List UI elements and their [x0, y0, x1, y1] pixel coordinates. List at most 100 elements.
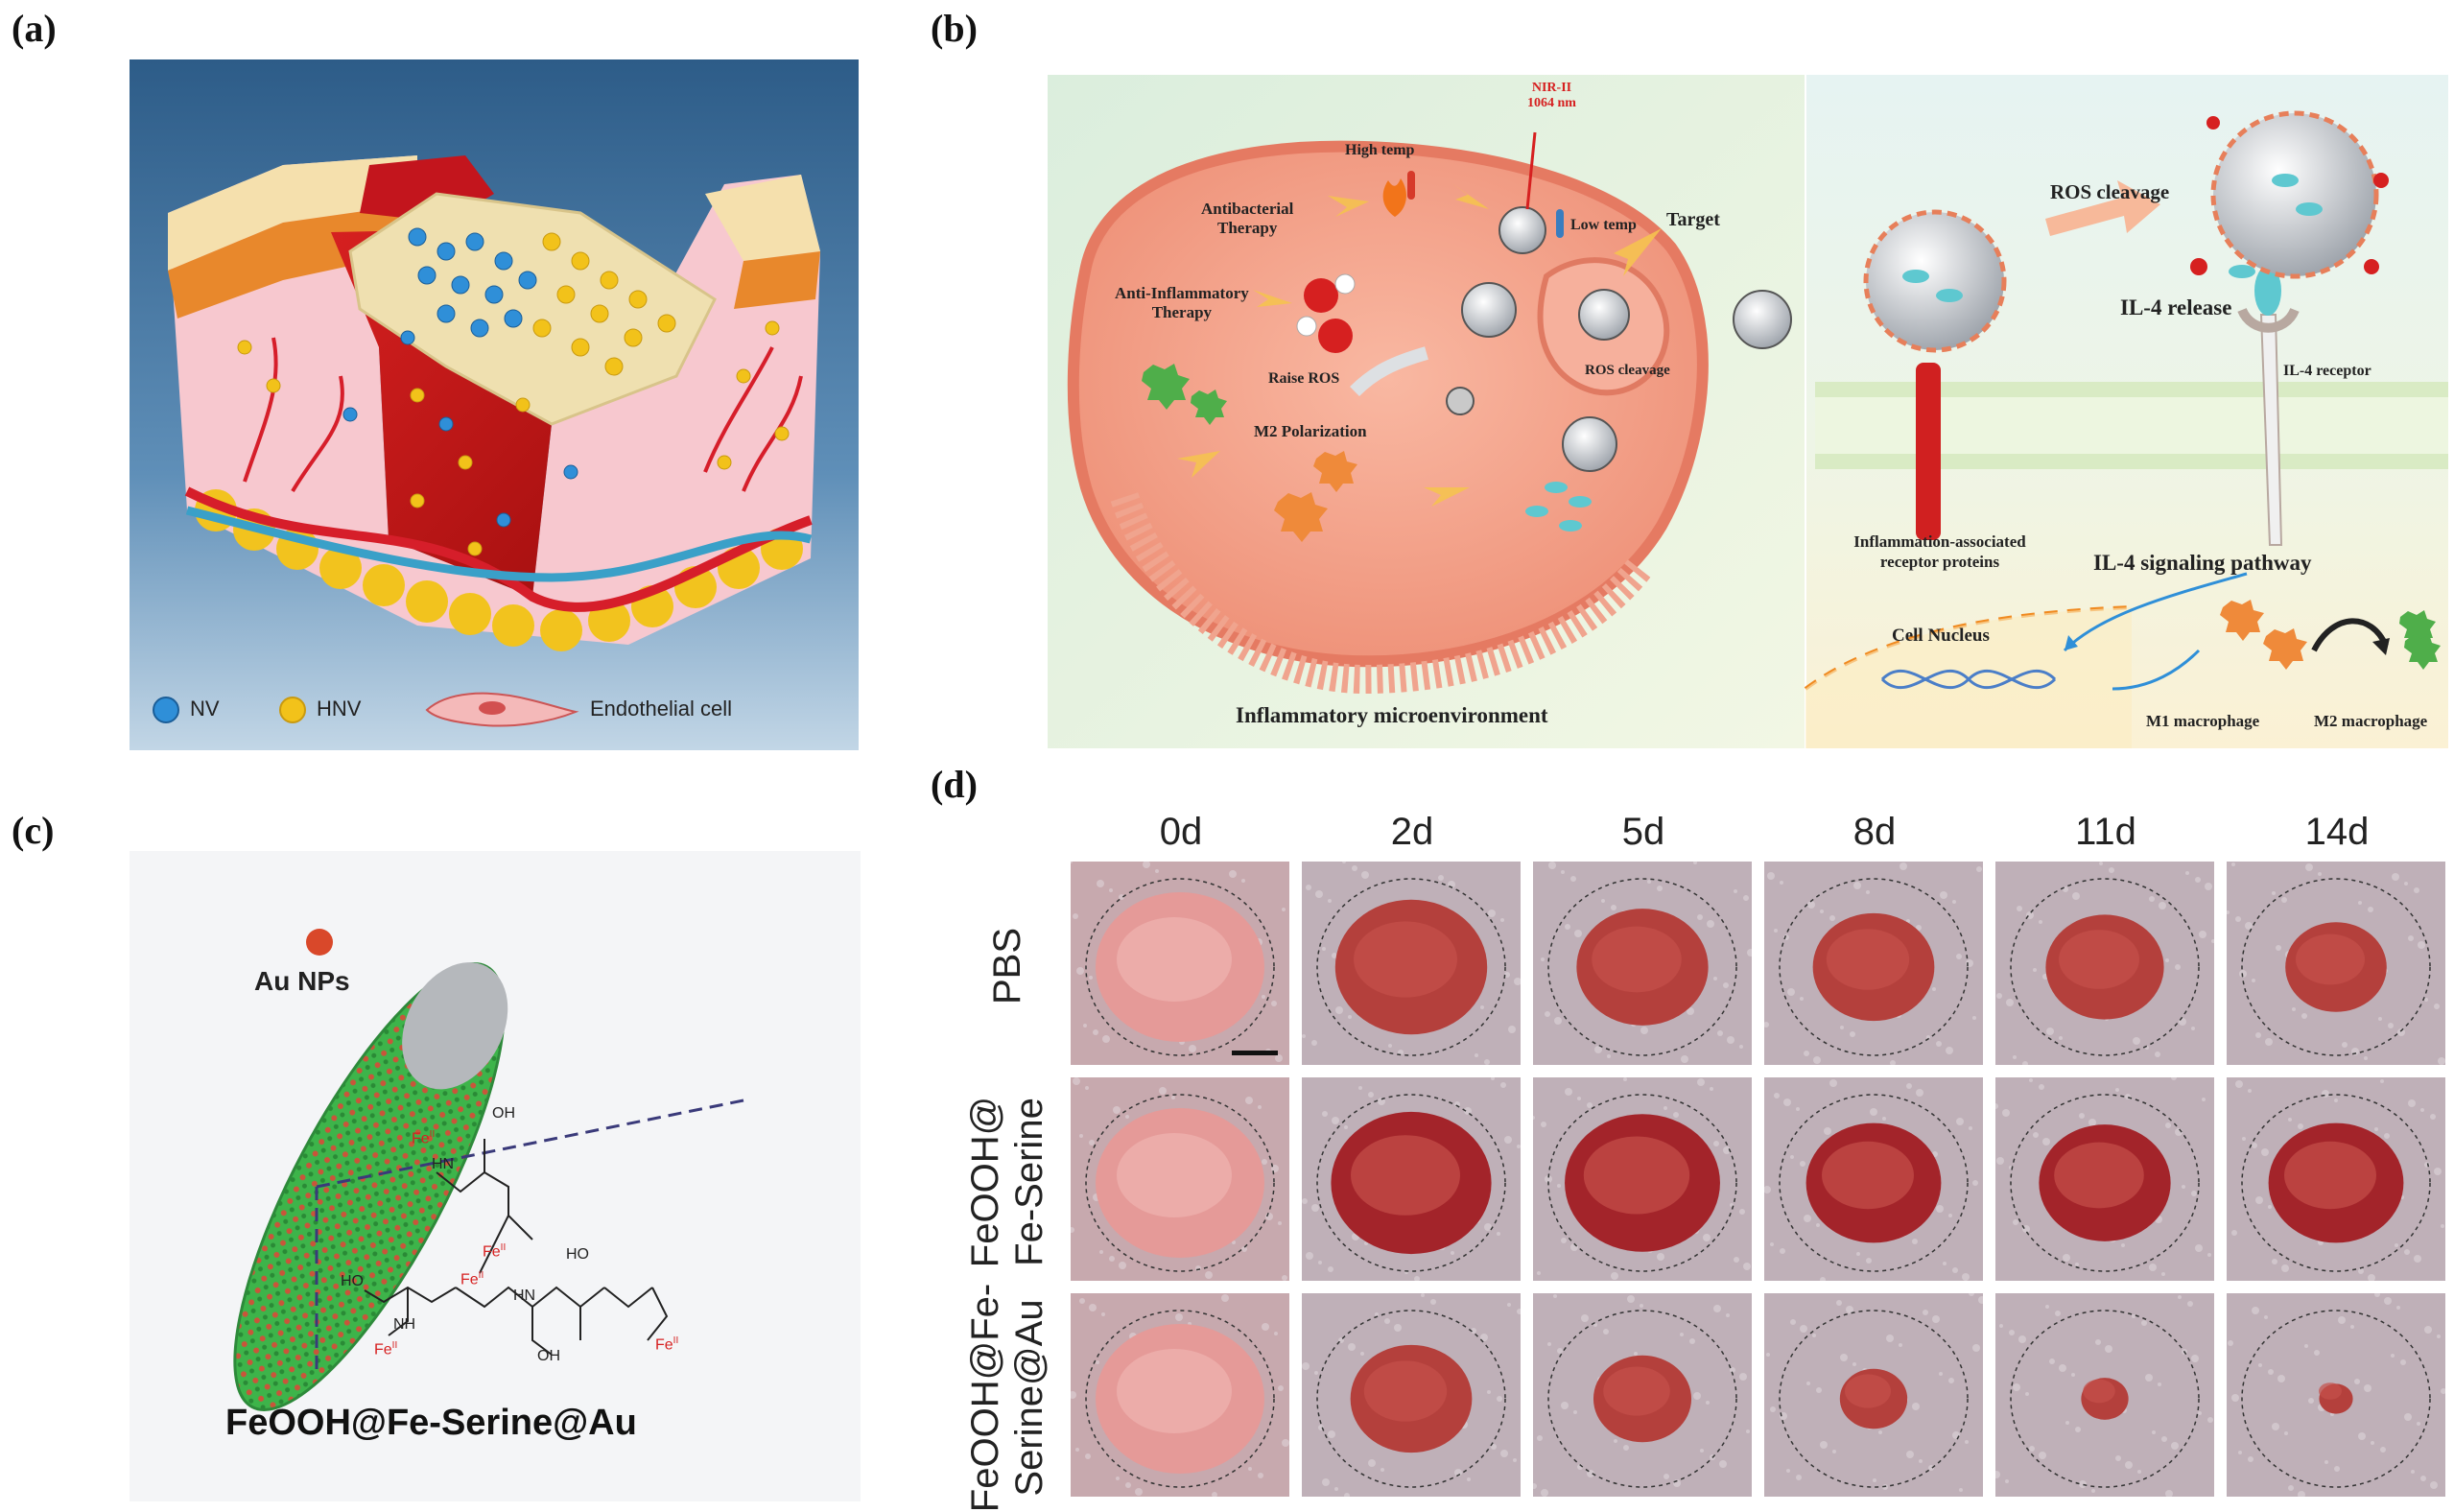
nanoparticles — [1446, 206, 1792, 472]
m2-macrophage-label: M2 macrophage — [2314, 712, 2428, 730]
dna-helix-icon — [1880, 669, 2057, 690]
wound-photo-r0-c3 — [1764, 862, 1983, 1065]
capillaries — [243, 337, 803, 493]
chem-ho-right: HO — [566, 1246, 589, 1263]
panel-a-illustration: NV HNV Endothelial cell — [130, 59, 859, 750]
day-label-3: 8d — [1852, 811, 1897, 853]
scale-bar — [1232, 1051, 1278, 1055]
il4-release-label: IL-4 release — [2120, 295, 2232, 319]
ros-cleavage-arrow — [2045, 180, 2160, 236]
endothelial-nucleus — [479, 701, 506, 715]
inflammatory-microenvironment-label: Inflammatory microenvironment — [1236, 703, 1548, 727]
skin-wound-illustration — [130, 59, 859, 750]
row-label-au-wrap: FeOOH@Fe-Serine@Au — [959, 1284, 1055, 1512]
chem-oh-top: OH — [492, 1105, 515, 1122]
m2-polarization-label: M2 Polarization — [1254, 422, 1367, 440]
wound-photo-r1-c4 — [1995, 1077, 2214, 1281]
process-arrows — [1177, 182, 1662, 507]
il4-pathway-label: IL-4 signaling pathway — [2093, 551, 2312, 575]
blood-vessel-blue — [185, 506, 813, 582]
panel-a-label: (a) — [12, 7, 57, 50]
high-temp-thermometer-icon — [1407, 171, 1415, 200]
carrier-intact — [1863, 209, 2007, 353]
wound-photo-r0-c2 — [1533, 862, 1752, 1065]
panel-b-label: (b) — [931, 7, 978, 50]
wound-photo-r1-c0 — [1071, 1077, 1289, 1281]
serine-structure-bonds — [364, 1139, 669, 1356]
legend-endothelial-label: Endothelial cell — [590, 697, 732, 721]
chem-fe-bottom-left: FeII — [374, 1340, 398, 1358]
row-label-feooh-fe-serine-au: FeOOH@Fe-Serine@Au — [964, 1283, 1050, 1512]
row-label-feooh-wrap: FeOOH@Fe-Serine — [959, 1075, 1055, 1289]
legend-hnv-label: HNV — [317, 697, 362, 721]
chem-hn-top: HN — [432, 1156, 455, 1172]
ros-cleavage-inner-label: ROS cleavage — [1585, 363, 1670, 378]
panel-d-label: (d) — [931, 763, 978, 806]
wound-photo-r1-c5 — [2227, 1077, 2445, 1281]
m1-macrophage-icons — [2220, 600, 2307, 670]
wound-photo-r1-c1 — [1302, 1077, 1521, 1281]
polarization-arrow — [2311, 618, 2389, 652]
epidermis-right — [705, 175, 820, 261]
nv-particles — [342, 227, 578, 528]
wound-photo-r2-c3 — [1764, 1293, 1983, 1497]
m1-cells-inner — [1274, 451, 1357, 542]
chem-fe-top: FeII — [412, 1129, 436, 1147]
wound-photo-r2-c0 — [1071, 1293, 1289, 1497]
m2-cells-inner — [1142, 364, 1227, 425]
panel-c-label: (c) — [12, 809, 55, 852]
wound-photo-r1-c2 — [1533, 1077, 1752, 1281]
wound-photo-r2-c4 — [1995, 1293, 2214, 1497]
wound-photo-r2-c5 — [2227, 1293, 2445, 1497]
day-label-2: 5d — [1621, 811, 1665, 853]
wound-photo-r0-c0 — [1071, 862, 1289, 1065]
wound-photo-r0-c1 — [1302, 862, 1521, 1065]
il4-molecule — [2254, 266, 2281, 316]
low-temp-thermometer-icon — [1556, 209, 1564, 238]
chem-fe-bottom-right: FeII — [655, 1335, 679, 1354]
cell-membrane-texture — [1110, 492, 1654, 695]
epidermis-left — [168, 155, 417, 271]
m1-macrophage-label: M1 macrophage — [2146, 712, 2260, 730]
il4-receptor-label: IL-4 receptor — [2283, 363, 2371, 379]
heat-flame-icon — [1382, 178, 1406, 217]
wound-photo-r1-c3 — [1764, 1077, 1983, 1281]
chem-nh-left: NH — [393, 1316, 416, 1333]
panel-c-illustration: Au NPs FeII HN OH FeII HO FeII HN HO NH … — [130, 851, 861, 1501]
chem-ho-left: HO — [341, 1273, 364, 1289]
skin-tissue — [168, 155, 820, 645]
day-label-1: 2d — [1390, 811, 1434, 853]
m2-macrophage-icons — [2399, 610, 2441, 670]
dermis-right — [734, 251, 820, 309]
ros-dots-right — [2190, 116, 2389, 275]
au-nps-label: Au NPs — [254, 966, 350, 996]
chem-fe-mid: FeII — [483, 1242, 507, 1261]
day-label-4: 11d — [2075, 811, 2136, 853]
il4-capsules-inner — [1525, 482, 1592, 532]
wound-photo-r2-c2 — [1533, 1293, 1752, 1497]
low-temp-label: Low temp — [1570, 217, 1637, 233]
nanostructure-diagram — [233, 929, 744, 1411]
wound-photo-r2-c1 — [1302, 1293, 1521, 1497]
raise-ros-arrow — [1350, 346, 1428, 397]
inflammation-receptor-protein — [1916, 363, 1941, 540]
wound-photo-r0-c4 — [1995, 862, 2214, 1065]
wound-photo-r0-c5 — [2227, 862, 2445, 1065]
chem-fe-center: FeII — [460, 1270, 484, 1288]
chem-hn-mid: HN — [513, 1288, 536, 1304]
row-label-pbs-wrap: PBS — [959, 859, 1055, 1074]
legend-nv-swatch — [153, 697, 179, 723]
inflammatory-mechanism-diagram — [1048, 75, 2448, 748]
ellipsoid-particle — [233, 962, 508, 1411]
ros-cleavage-label: ROS cleavage — [2050, 180, 2170, 203]
il4-capsules-right — [1902, 174, 2323, 302]
signaling-arrow — [2063, 572, 2248, 652]
legend-nv-label: NV — [190, 697, 220, 721]
lipid-bilayer — [1815, 382, 2448, 469]
chem-oh-bottom: OH — [537, 1348, 560, 1364]
high-temp-label: High temp — [1345, 142, 1415, 158]
